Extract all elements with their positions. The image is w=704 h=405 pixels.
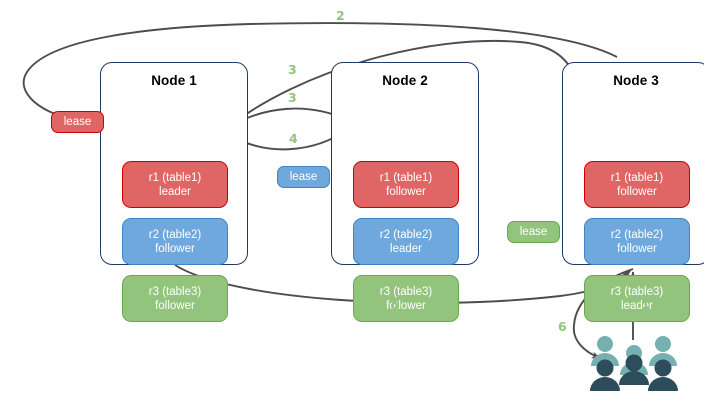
node-3-replica-r3-role: leader bbox=[621, 299, 653, 312]
node-1-replica-r3[interactable]: r3 (table3) follower bbox=[122, 275, 228, 322]
node-1-container[interactable]: Node 1 r1 (table1) leader r2 (table2) fo… bbox=[100, 62, 248, 322]
step-label-2: 2 bbox=[336, 8, 345, 23]
node-2-replica-r3-name: r3 (table3) bbox=[379, 285, 433, 298]
step-label-6: 6 bbox=[558, 319, 567, 334]
lease-table3[interactable]: lease bbox=[507, 221, 560, 243]
node-3-replica-r1-name: r1 (table1) bbox=[610, 171, 664, 184]
node-3-replica-r3-name: r3 (table3) bbox=[610, 285, 664, 298]
node-2-replica-r1-role: follower bbox=[386, 185, 426, 198]
node-3-replica-r2-name: r2 (table2) bbox=[610, 228, 664, 241]
lease-table1[interactable]: lease bbox=[51, 111, 104, 133]
node-3-title: Node 3 bbox=[613, 73, 659, 88]
node-2-replica-r3-role: follower bbox=[386, 299, 426, 312]
node-2-replica-r2-name: r2 (table2) bbox=[379, 228, 433, 241]
node-2-replica-r2[interactable]: r2 (table2) leader bbox=[353, 218, 459, 265]
node-3-replica-r3[interactable]: r3 (table3) leader bbox=[584, 275, 690, 322]
node-2-replica-r1-name: r1 (table1) bbox=[379, 171, 433, 184]
step-label-4: 4 bbox=[289, 131, 298, 146]
node-3-replica-r1[interactable]: r1 (table1) follower bbox=[584, 161, 690, 208]
node-1-title: Node 1 bbox=[151, 73, 197, 88]
node-3-replica-r2-role: follower bbox=[617, 242, 657, 255]
node-2-title: Node 2 bbox=[382, 73, 428, 88]
node-3-replica-r2[interactable]: r2 (table2) follower bbox=[584, 218, 690, 265]
node-1-replica-r2-name: r2 (table2) bbox=[148, 228, 202, 241]
node-2-replica-r1[interactable]: r1 (table1) follower bbox=[353, 161, 459, 208]
step-label-3-upper: 3 bbox=[288, 62, 297, 77]
step-label-1: 1 bbox=[641, 297, 650, 312]
node-2-container[interactable]: Node 2 r1 (table1) follower r2 (table2) … bbox=[331, 62, 479, 322]
node-3-container[interactable]: Node 3 r1 (table1) follower r2 (table2) … bbox=[562, 62, 704, 322]
node-1-replica-r2-role: follower bbox=[155, 242, 195, 255]
node-1-replica-r3-role: follower bbox=[155, 299, 195, 312]
node-2-replica-r3[interactable]: r3 (table3) follower bbox=[353, 275, 459, 322]
node-1-replica-r1-name: r1 (table1) bbox=[148, 171, 202, 184]
node-3-replica-r1-role: follower bbox=[617, 185, 657, 198]
node-1-replica-r1-role: leader bbox=[159, 185, 191, 198]
step-label-5: 5 bbox=[391, 297, 400, 312]
node-2-replica-r2-role: leader bbox=[390, 242, 422, 255]
node-1-replica-r3-name: r3 (table3) bbox=[148, 285, 202, 298]
lease-table2[interactable]: lease bbox=[277, 166, 330, 188]
step-label-3-lower: 3 bbox=[288, 90, 297, 105]
node-1-replica-r2[interactable]: r2 (table2) follower bbox=[122, 218, 228, 265]
node-1-replica-r1[interactable]: r1 (table1) leader bbox=[122, 161, 228, 208]
users-group-icon bbox=[590, 336, 678, 391]
